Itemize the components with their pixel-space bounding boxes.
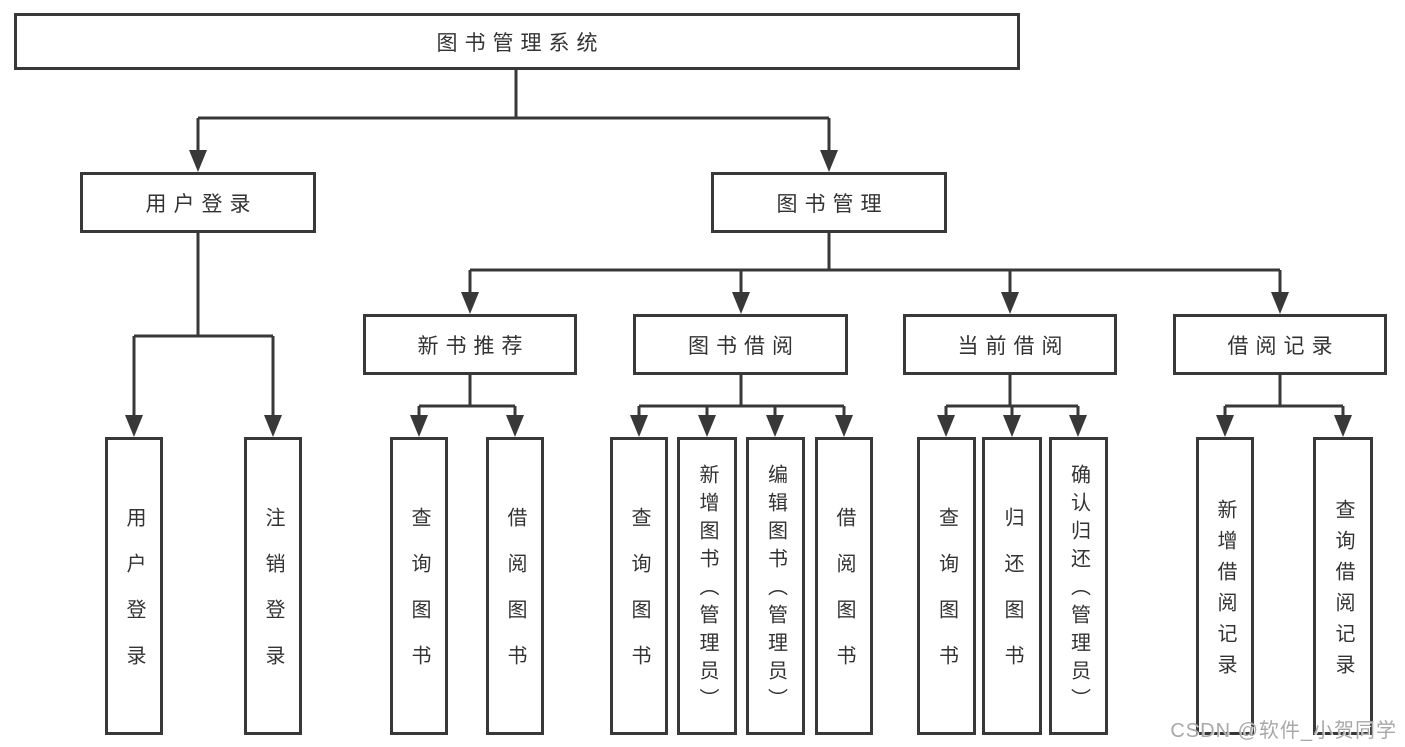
leaf-logout: 注销登录	[244, 437, 302, 735]
leaf-query-borrow-record-label: 查询借阅记录	[1332, 498, 1354, 685]
watermark-text: CSDN @软件_小贺同学	[1170, 720, 1397, 742]
node-user-login: 用户登录	[80, 172, 316, 233]
leaf-query-book-3: 查询图书	[917, 437, 976, 735]
leaf-confirm-return-admin-label: 确认归还（管理员）	[1067, 464, 1090, 716]
leaf-add-borrow-record: 新增借阅记录	[1196, 437, 1254, 735]
leaf-query-book-2: 查询图书	[610, 437, 668, 735]
leaf-query-book-2-label: 查询图书	[628, 507, 650, 691]
node-user-login-label: 用户登录	[145, 192, 258, 216]
node-root-label: 图书管理系统	[436, 31, 605, 55]
node-root: 图书管理系统	[14, 13, 1020, 70]
leaf-query-book-3-label: 查询图书	[935, 507, 958, 691]
leaf-query-book-1-label: 查询图书	[408, 507, 430, 691]
leaf-confirm-return-admin: 确认归还（管理员）	[1049, 437, 1108, 735]
leaf-add-book-admin: 新增图书（管理员）	[677, 437, 737, 735]
node-book-management-label: 图书管理	[776, 192, 889, 216]
node-borrowing-records-label: 借阅记录	[1227, 334, 1340, 358]
node-borrowing-records: 借阅记录	[1173, 314, 1387, 375]
node-new-book-recommend: 新书推荐	[363, 314, 577, 375]
leaf-query-book-1: 查询图书	[390, 437, 448, 735]
leaf-add-borrow-record-label: 新增借阅记录	[1214, 498, 1236, 685]
node-book-borrowing: 图书借阅	[633, 314, 848, 375]
leaf-borrow-book-1: 借阅图书	[486, 437, 544, 735]
leaf-user-login: 用户登录	[105, 437, 163, 735]
leaf-return-book: 归还图书	[982, 437, 1042, 735]
leaf-query-borrow-record: 查询借阅记录	[1313, 437, 1373, 735]
leaf-edit-book-admin: 编辑图书（管理员）	[746, 437, 805, 735]
node-current-borrowing-label: 当前借阅	[957, 334, 1070, 358]
leaf-borrow-book-2-label: 借阅图书	[833, 507, 855, 691]
leaf-add-book-admin-label: 新增图书（管理员）	[696, 464, 718, 716]
leaf-logout-label: 注销登录	[262, 507, 284, 691]
node-book-borrowing-label: 图书借阅	[688, 334, 800, 358]
leaf-borrow-book-1-label: 借阅图书	[504, 507, 526, 691]
node-current-borrowing: 当前借阅	[903, 314, 1117, 375]
node-book-management: 图书管理	[711, 172, 947, 233]
leaf-return-book-label: 归还图书	[1001, 507, 1023, 691]
leaf-edit-book-admin-label: 编辑图书（管理员）	[764, 464, 787, 716]
leaf-user-login-label: 用户登录	[123, 507, 145, 691]
leaf-borrow-book-2: 借阅图书	[815, 437, 873, 735]
node-new-book-recommend-label: 新书推荐	[417, 334, 530, 358]
